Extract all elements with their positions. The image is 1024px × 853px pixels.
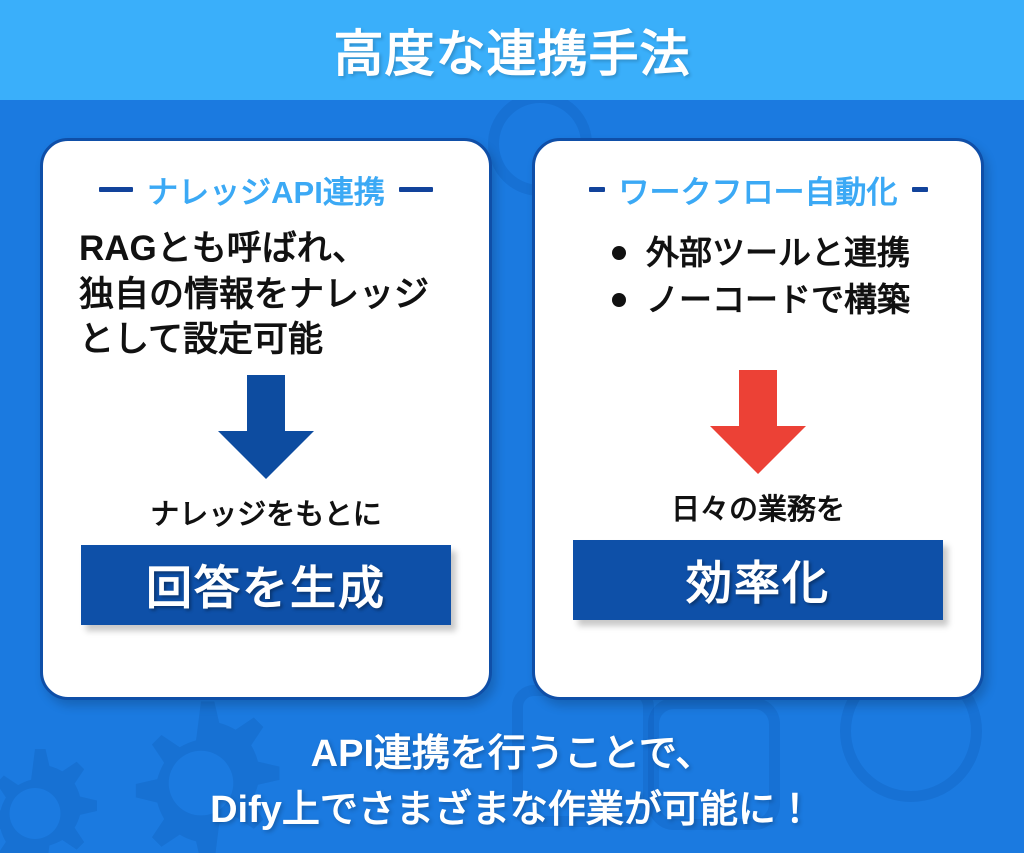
card-heading-workflow-automation: ワークフロー自動化 bbox=[588, 167, 928, 212]
card-heading-knowledge-api: ナレッジAPI連携 bbox=[99, 167, 433, 212]
card-workflow-automation: ワークフロー自動化 外部ツールと連携 ノーコードで構築 日々の業務を bbox=[532, 138, 984, 700]
footer-line-2: Dify上でさまざまな作業が可能に！ bbox=[210, 788, 814, 831]
cta-efficiency[interactable]: 効率化 bbox=[573, 539, 943, 620]
paragraph-line: RAGとも呼ばれ、 bbox=[79, 229, 368, 268]
card-body-knowledge-api: RAGとも呼ばれ、 独自の情報をナレッジ として設定可能 ナレッジをもとに 回答… bbox=[59, 226, 473, 625]
down-arrow-icon bbox=[218, 374, 314, 479]
card-caption: ナレッジをもとに bbox=[150, 498, 382, 531]
card-row: ナレッジAPI連携 RAGとも呼ばれ、 独自の情報をナレッジ として設定可能 ナ… bbox=[0, 138, 1024, 704]
dash-right-icon bbox=[398, 187, 433, 192]
page-title: 高度な連携手法 bbox=[333, 26, 691, 82]
cta-generate-answer[interactable]: 回答を生成 bbox=[81, 544, 451, 625]
list-item: 外部ツールと連携 bbox=[606, 230, 910, 277]
list-item-label: ノーコードで構築 bbox=[646, 280, 910, 318]
card-heading-label: ワークフロー自動化 bbox=[618, 175, 898, 210]
paragraph-line: として設定可能 bbox=[79, 320, 323, 359]
dash-left-icon bbox=[99, 187, 134, 192]
footer-message: API連携を行うことで、 Dify上でさまざまな作業が可能に！ bbox=[0, 712, 1024, 853]
cta-label: 回答を生成 bbox=[146, 561, 386, 614]
list-item: ノーコードで構築 bbox=[606, 277, 910, 324]
card-heading-label: ナレッジAPI連携 bbox=[147, 175, 385, 210]
dash-right-icon bbox=[911, 187, 928, 192]
down-arrow-icon bbox=[710, 369, 806, 474]
card-caption: 日々の業務を bbox=[670, 493, 845, 526]
card-body-workflow-automation: 外部ツールと連携 ノーコードで構築 日々の業務を 効率化 bbox=[551, 226, 965, 620]
dash-left-icon bbox=[588, 187, 605, 192]
card-knowledge-api: ナレッジAPI連携 RAGとも呼ばれ、 独自の情報をナレッジ として設定可能 ナ… bbox=[40, 138, 492, 700]
card-paragraph: RAGとも呼ばれ、 独自の情報をナレッジ として設定可能 bbox=[79, 226, 429, 363]
header-band: 高度な連携手法 bbox=[0, 0, 1024, 100]
paragraph-line: 独自の情報をナレッジ bbox=[79, 274, 430, 314]
footer-line-1: API連携を行うことで、 bbox=[310, 733, 714, 776]
cta-label: 効率化 bbox=[686, 556, 830, 609]
card-bullet-list: 外部ツールと連携 ノーコードで構築 bbox=[606, 230, 910, 324]
list-item-label: 外部ツールと連携 bbox=[646, 234, 910, 271]
